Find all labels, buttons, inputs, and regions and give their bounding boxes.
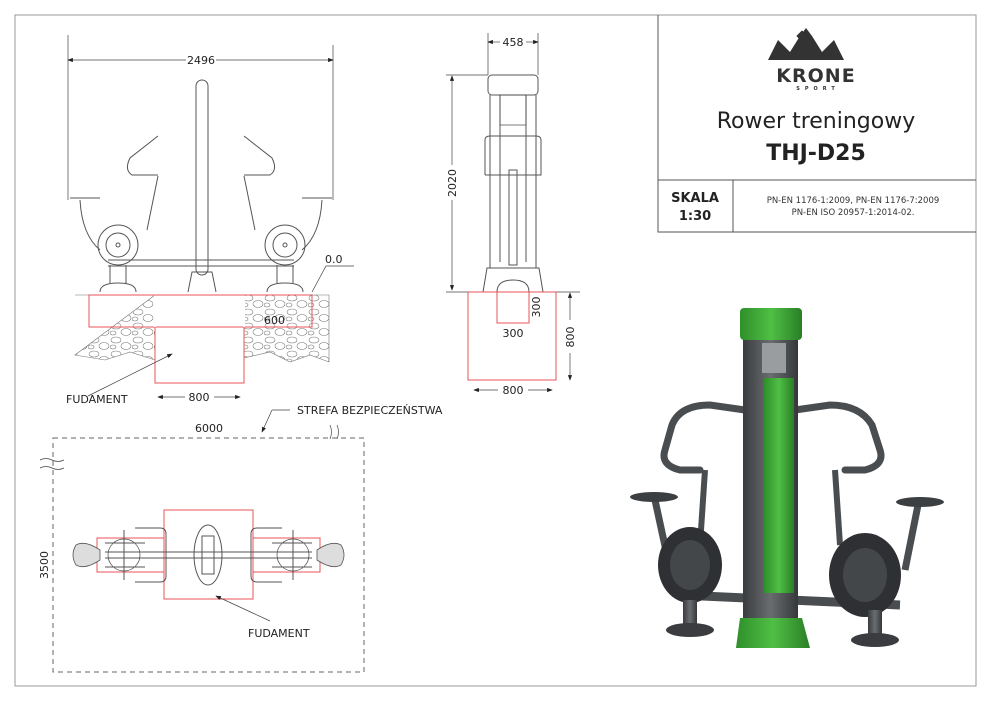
logo-brand-text: KRONE bbox=[776, 65, 855, 87]
product-name: Rower treningowy bbox=[717, 109, 915, 134]
front-view: 2496 0.0 600 FUDAMENT 800 bbox=[66, 35, 354, 406]
safety-zone-label: STREFA BEZPIECZEŃSTWA bbox=[297, 404, 443, 417]
scale-label: SKALA bbox=[671, 191, 719, 206]
sheet-border bbox=[14, 14, 977, 687]
ground-level-label: 0.0 bbox=[325, 253, 343, 266]
safety-zone-outline bbox=[52, 437, 365, 673]
foundation-label-front: FUDAMENT bbox=[66, 393, 128, 406]
logo-sub-text: SPORT bbox=[796, 86, 840, 92]
side-height-dimension: 2020 bbox=[446, 169, 459, 197]
zone-length-dimension: 6000 bbox=[195, 422, 223, 435]
inner-width-dimension: 300 bbox=[503, 327, 524, 340]
info-panel bbox=[764, 378, 794, 593]
title-block: KRONE SPORT Rower treningowy THJ-D25 SKA… bbox=[657, 15, 976, 233]
standards-line-2: PN-EN ISO 20957-1:2014-02. bbox=[792, 208, 915, 218]
model-number: THJ-D25 bbox=[766, 141, 866, 166]
krone-logo: KRONE SPORT bbox=[768, 28, 855, 92]
side-view: 458 2020 300 300 800 800 bbox=[446, 33, 580, 397]
foundation-label-plan: FUDAMENT bbox=[248, 627, 310, 640]
side-width-dimension: 458 bbox=[503, 36, 524, 49]
front-foundation-width: 800 bbox=[189, 391, 210, 404]
scale-value: 1:30 bbox=[679, 209, 711, 224]
product-render bbox=[630, 308, 944, 648]
inner-depth-dimension: 300 bbox=[530, 297, 543, 318]
plan-view: STREFA BEZPIECZEŃSTWA 6000 3500 FUDAMENT bbox=[38, 404, 443, 673]
slab-depth-dimension: 600 bbox=[264, 314, 285, 327]
standards-line-1: PN-EN 1176-1:2009, PN-EN 1176-7:2009 bbox=[767, 196, 940, 206]
side-foundation-depth: 800 bbox=[564, 327, 577, 348]
side-foundation-width: 800 bbox=[503, 384, 524, 397]
zone-width-dimension: 3500 bbox=[38, 551, 51, 579]
front-width-dimension: 2496 bbox=[187, 54, 215, 67]
